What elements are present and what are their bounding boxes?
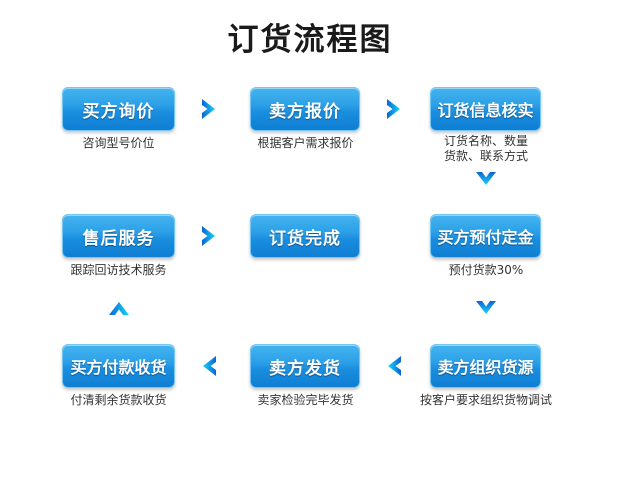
caption-line: 咨询型号价位 [82, 136, 155, 150]
node-label: 售后服务 [82, 228, 155, 249]
caption-buyer-deposit: 预付货款30% [410, 263, 562, 278]
node-label: 卖方发货 [269, 358, 341, 379]
arrow-col3-down-2-icon [473, 295, 499, 321]
node-label: 卖方组织货源 [437, 358, 534, 377]
arrow-r2-1-icon [196, 223, 222, 249]
arrow-col3-down-1-icon [473, 166, 499, 192]
node-label: 卖方报价 [269, 101, 341, 122]
node-seller-quote[interactable]: 卖方报价 [250, 87, 360, 131]
node-label: 买方询价 [82, 101, 155, 122]
caption-line: 卖家检验完毕发货 [257, 393, 354, 407]
node-label: 买方预付定金 [437, 228, 534, 247]
node-label: 买方付款收货 [70, 358, 167, 377]
node-seller-source[interactable]: 卖方组织货源 [430, 344, 541, 388]
caption-seller-ship: 卖家检验完毕发货 [228, 393, 383, 408]
arrow-r3-1-icon [196, 353, 222, 379]
caption-after-sales: 跟踪回访技术服务 [42, 263, 195, 278]
arrow-r1-2-icon [381, 96, 407, 122]
arrow-r1-1-icon [196, 96, 222, 122]
caption-order-verify: 订货名称、数量 货款、联系方式 [410, 134, 562, 164]
caption-line: 货款、联系方式 [443, 149, 528, 163]
arrow-col1-up-icon [106, 295, 132, 321]
node-seller-ship[interactable]: 卖方发货 [250, 344, 360, 388]
node-order-verify[interactable]: 订货信息核实 [430, 87, 541, 131]
caption-line: 根据客户需求报价 [257, 136, 354, 150]
caption-line: 订货名称、数量 [443, 134, 528, 148]
page-title: 订货流程图 [227, 22, 393, 58]
node-buyer-pay-receive[interactable]: 买方付款收货 [62, 344, 175, 388]
arrow-r3-2-icon [381, 353, 407, 379]
caption-seller-quote: 根据客户需求报价 [228, 136, 383, 151]
caption-buyer-inquiry: 咨询型号价位 [42, 136, 195, 151]
caption-seller-source: 按客户要求组织货物调试 [400, 393, 572, 408]
caption-line: 预付货款30% [448, 263, 524, 277]
node-order-complete[interactable]: 订货完成 [250, 214, 360, 258]
node-label: 订货完成 [269, 228, 341, 249]
node-label: 订货信息核实 [437, 101, 534, 120]
node-buyer-inquiry[interactable]: 买方询价 [62, 87, 175, 131]
node-after-sales[interactable]: 售后服务 [62, 214, 175, 258]
caption-line: 付清剩余货款收货 [70, 393, 167, 407]
caption-line: 跟踪回访技术服务 [70, 263, 167, 277]
node-buyer-deposit[interactable]: 买方预付定金 [430, 214, 541, 258]
caption-line: 按客户要求组织货物调试 [419, 393, 552, 407]
caption-buyer-pay-receive: 付清剩余货款收货 [42, 393, 195, 408]
